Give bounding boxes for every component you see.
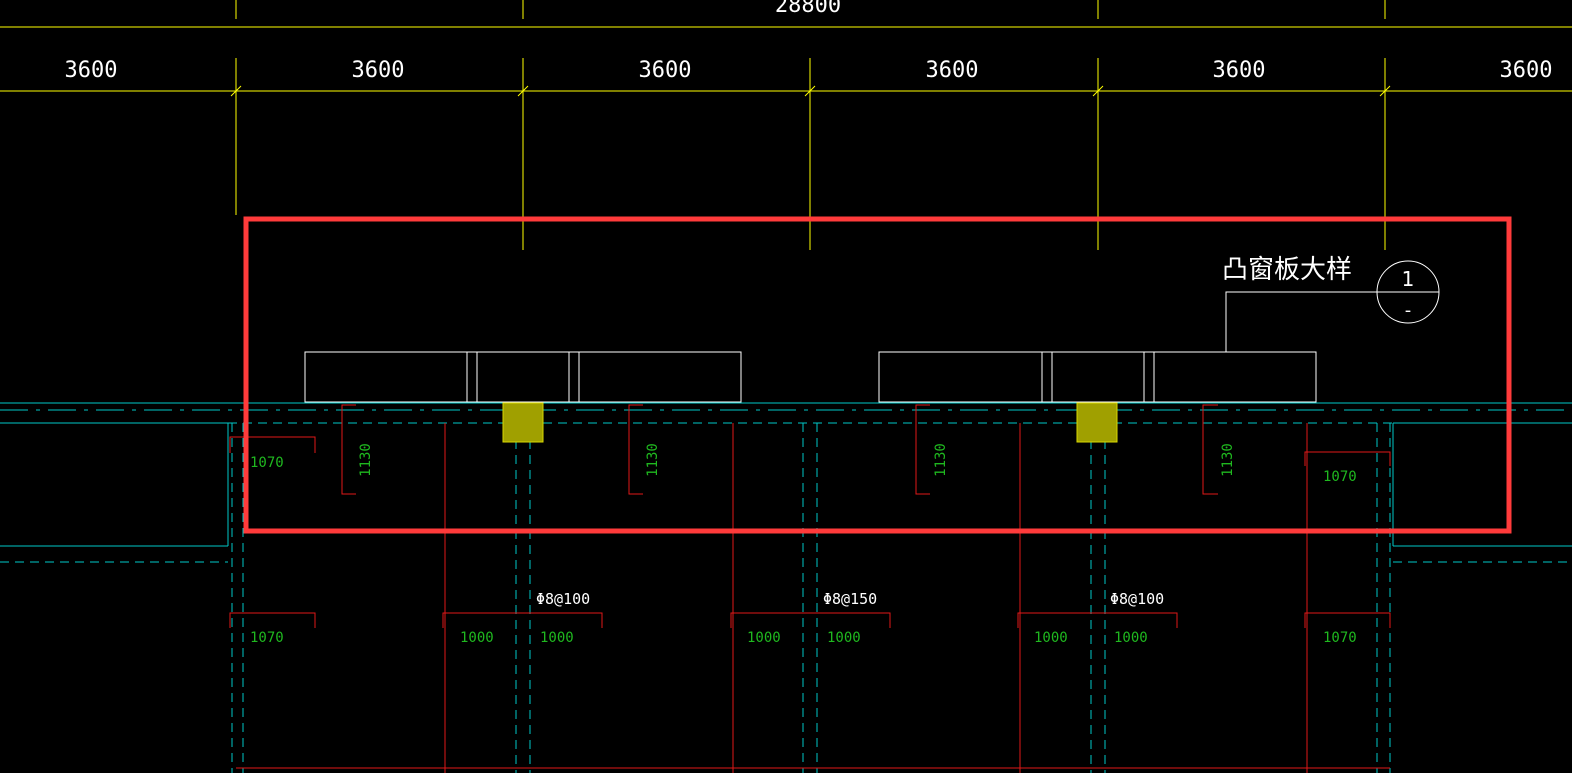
rebar-hook [1304, 451, 1391, 466]
detail-callout-sheet: - [1405, 300, 1412, 321]
dimension-tick [1379, 85, 1391, 97]
rebar-length-label: 1000 [747, 630, 781, 646]
dimension-tick [804, 85, 816, 97]
column-left[interactable] [502, 402, 544, 443]
span-dimension-text: 3600 [1500, 58, 1553, 83]
span-dimension-text: 3600 [1213, 58, 1266, 83]
rebar-length-label: 1070 [250, 455, 284, 471]
rebar-hook [341, 404, 356, 495]
rebar-length-label: 1070 [250, 630, 284, 646]
rebar-hook [229, 436, 316, 453]
dimension-tick [1092, 85, 1104, 97]
span-dimension-text: 3600 [639, 58, 692, 83]
rebar-hook [442, 612, 603, 628]
rebar-spec-labels: Φ8@100 Φ8@150 Φ8@100 [536, 590, 1164, 608]
rebar-length-label: 1070 [1323, 630, 1357, 646]
span-dimension-text: 3600 [926, 58, 979, 83]
rebar-hook [229, 612, 316, 628]
rebar-length-label: 1000 [540, 630, 574, 646]
rebar-length-label: 1000 [460, 630, 494, 646]
window-frame-right [878, 351, 1317, 403]
rebar-hook [915, 404, 930, 495]
detail-leader-line [1225, 291, 1377, 352]
window-frame-left [304, 351, 742, 403]
rebar-hook [1017, 612, 1178, 628]
rebar-hook [1304, 612, 1391, 628]
rebar-length-label: 1000 [1034, 630, 1068, 646]
rebar-hook [1202, 404, 1218, 495]
dimension-tick [230, 85, 242, 97]
bay-window-outline [304, 260, 1440, 403]
upper-rebar-labels: 1070 1130 1130 1130 1130 1070 [250, 443, 1357, 485]
dimension-tick [517, 85, 529, 97]
overall-dimension-text: 28800 [775, 0, 841, 18]
rebar-lines [229, 404, 1391, 773]
detail-title: 凸窗板大样 [1222, 255, 1352, 285]
rebar-hook [628, 404, 643, 495]
span-dimension-text: 3600 [352, 58, 405, 83]
rebar-spec-label: Φ8@100 [1110, 590, 1164, 608]
rebar-length-label: 1130 [1220, 443, 1236, 477]
detail-callout-number: 1 [1402, 267, 1415, 291]
span-dimension-text: 3600 [65, 58, 118, 83]
column-right[interactable] [1076, 402, 1118, 443]
wall-lines [0, 402, 1572, 773]
rebar-spec-label: Φ8@100 [536, 590, 590, 608]
highlight-annotation-box [243, 216, 1512, 534]
span-dimension-texts: 3600 3600 3600 3600 3600 3600 [65, 58, 1553, 83]
rebar-length-label: 1000 [1114, 630, 1148, 646]
rebar-length-label: 1130 [933, 443, 949, 477]
rebar-length-label: 1130 [358, 443, 374, 477]
rebar-length-label: 1000 [827, 630, 861, 646]
rebar-length-label: 1070 [1323, 469, 1357, 485]
rebar-length-label: 1130 [645, 443, 661, 477]
rebar-spec-label: Φ8@150 [823, 590, 877, 608]
lower-rebar-labels: 1070 1000 1000 1000 1000 1000 1000 1070 [250, 630, 1357, 646]
rebar-hook [730, 612, 891, 628]
